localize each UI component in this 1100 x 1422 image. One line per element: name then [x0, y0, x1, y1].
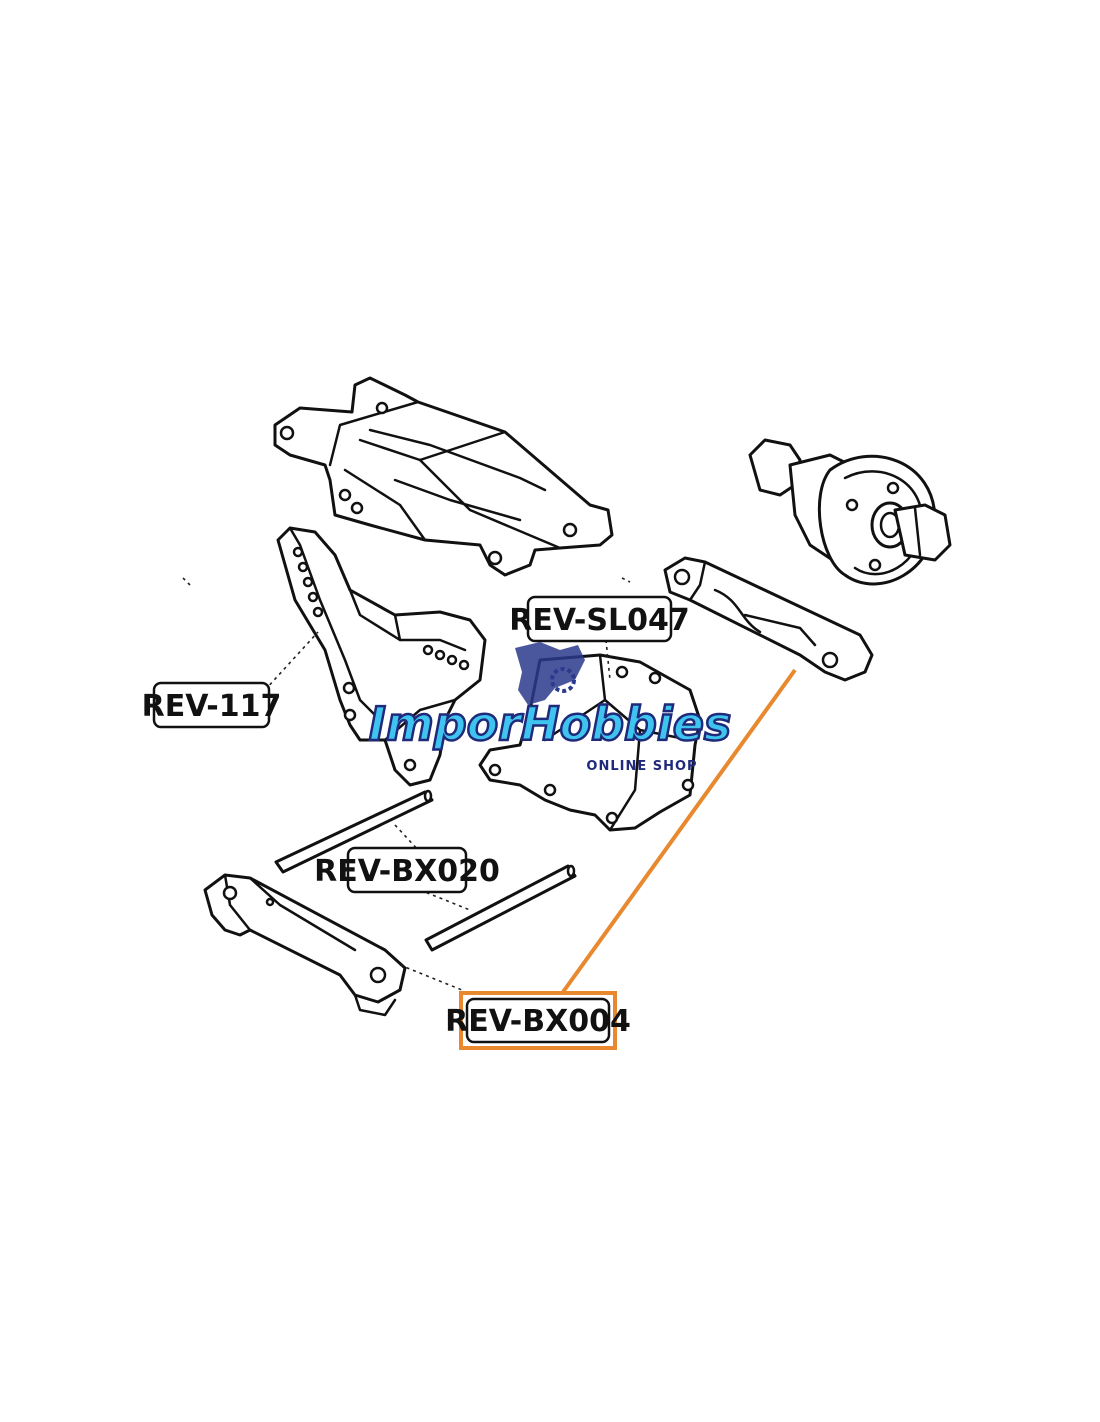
watermark-gear-icon	[550, 667, 576, 693]
label-rev-sl047-text: REV-SL047	[509, 603, 689, 638]
label-rev-117: REV-117	[142, 681, 282, 729]
hinge-pin-lower-part	[424, 864, 577, 952]
leader-line-rev-bx020-lower	[419, 889, 471, 911]
shock-tower-part	[276, 526, 487, 787]
watermark-tagline-text: ONLINE SHOP	[586, 759, 697, 774]
leader-stub-left	[182, 577, 191, 586]
leader-line-rev-bx004	[399, 964, 463, 991]
hinge-pin-block-upper-part	[663, 556, 874, 682]
label-rev-bx020-text: REV-BX020	[314, 854, 500, 889]
hinge-pin-upper-part	[274, 789, 434, 874]
differential-part	[748, 438, 952, 586]
hinge-pin-block-lower-part	[203, 873, 407, 1017]
suspension-arm-part	[273, 376, 614, 577]
label-rev-bx020: REV-BX020	[314, 846, 500, 894]
label-rev-bx004-text: REV-BX004	[445, 1004, 631, 1039]
watermark-logo: ImporHobbies ONLINE SHOP	[367, 642, 733, 774]
label-rev-sl047: REV-SL047	[509, 595, 690, 643]
leader-line-rev-117	[264, 631, 319, 691]
label-rev-bx004-highlighted: REV-BX004	[445, 991, 631, 1050]
label-rev-117-text: REV-117	[142, 689, 282, 724]
leader-stub-top	[621, 577, 631, 583]
watermark-brand-text: ImporHobbies	[369, 697, 732, 751]
highlight-leader-line	[561, 668, 797, 994]
watermark-dragon-icon	[515, 642, 585, 705]
